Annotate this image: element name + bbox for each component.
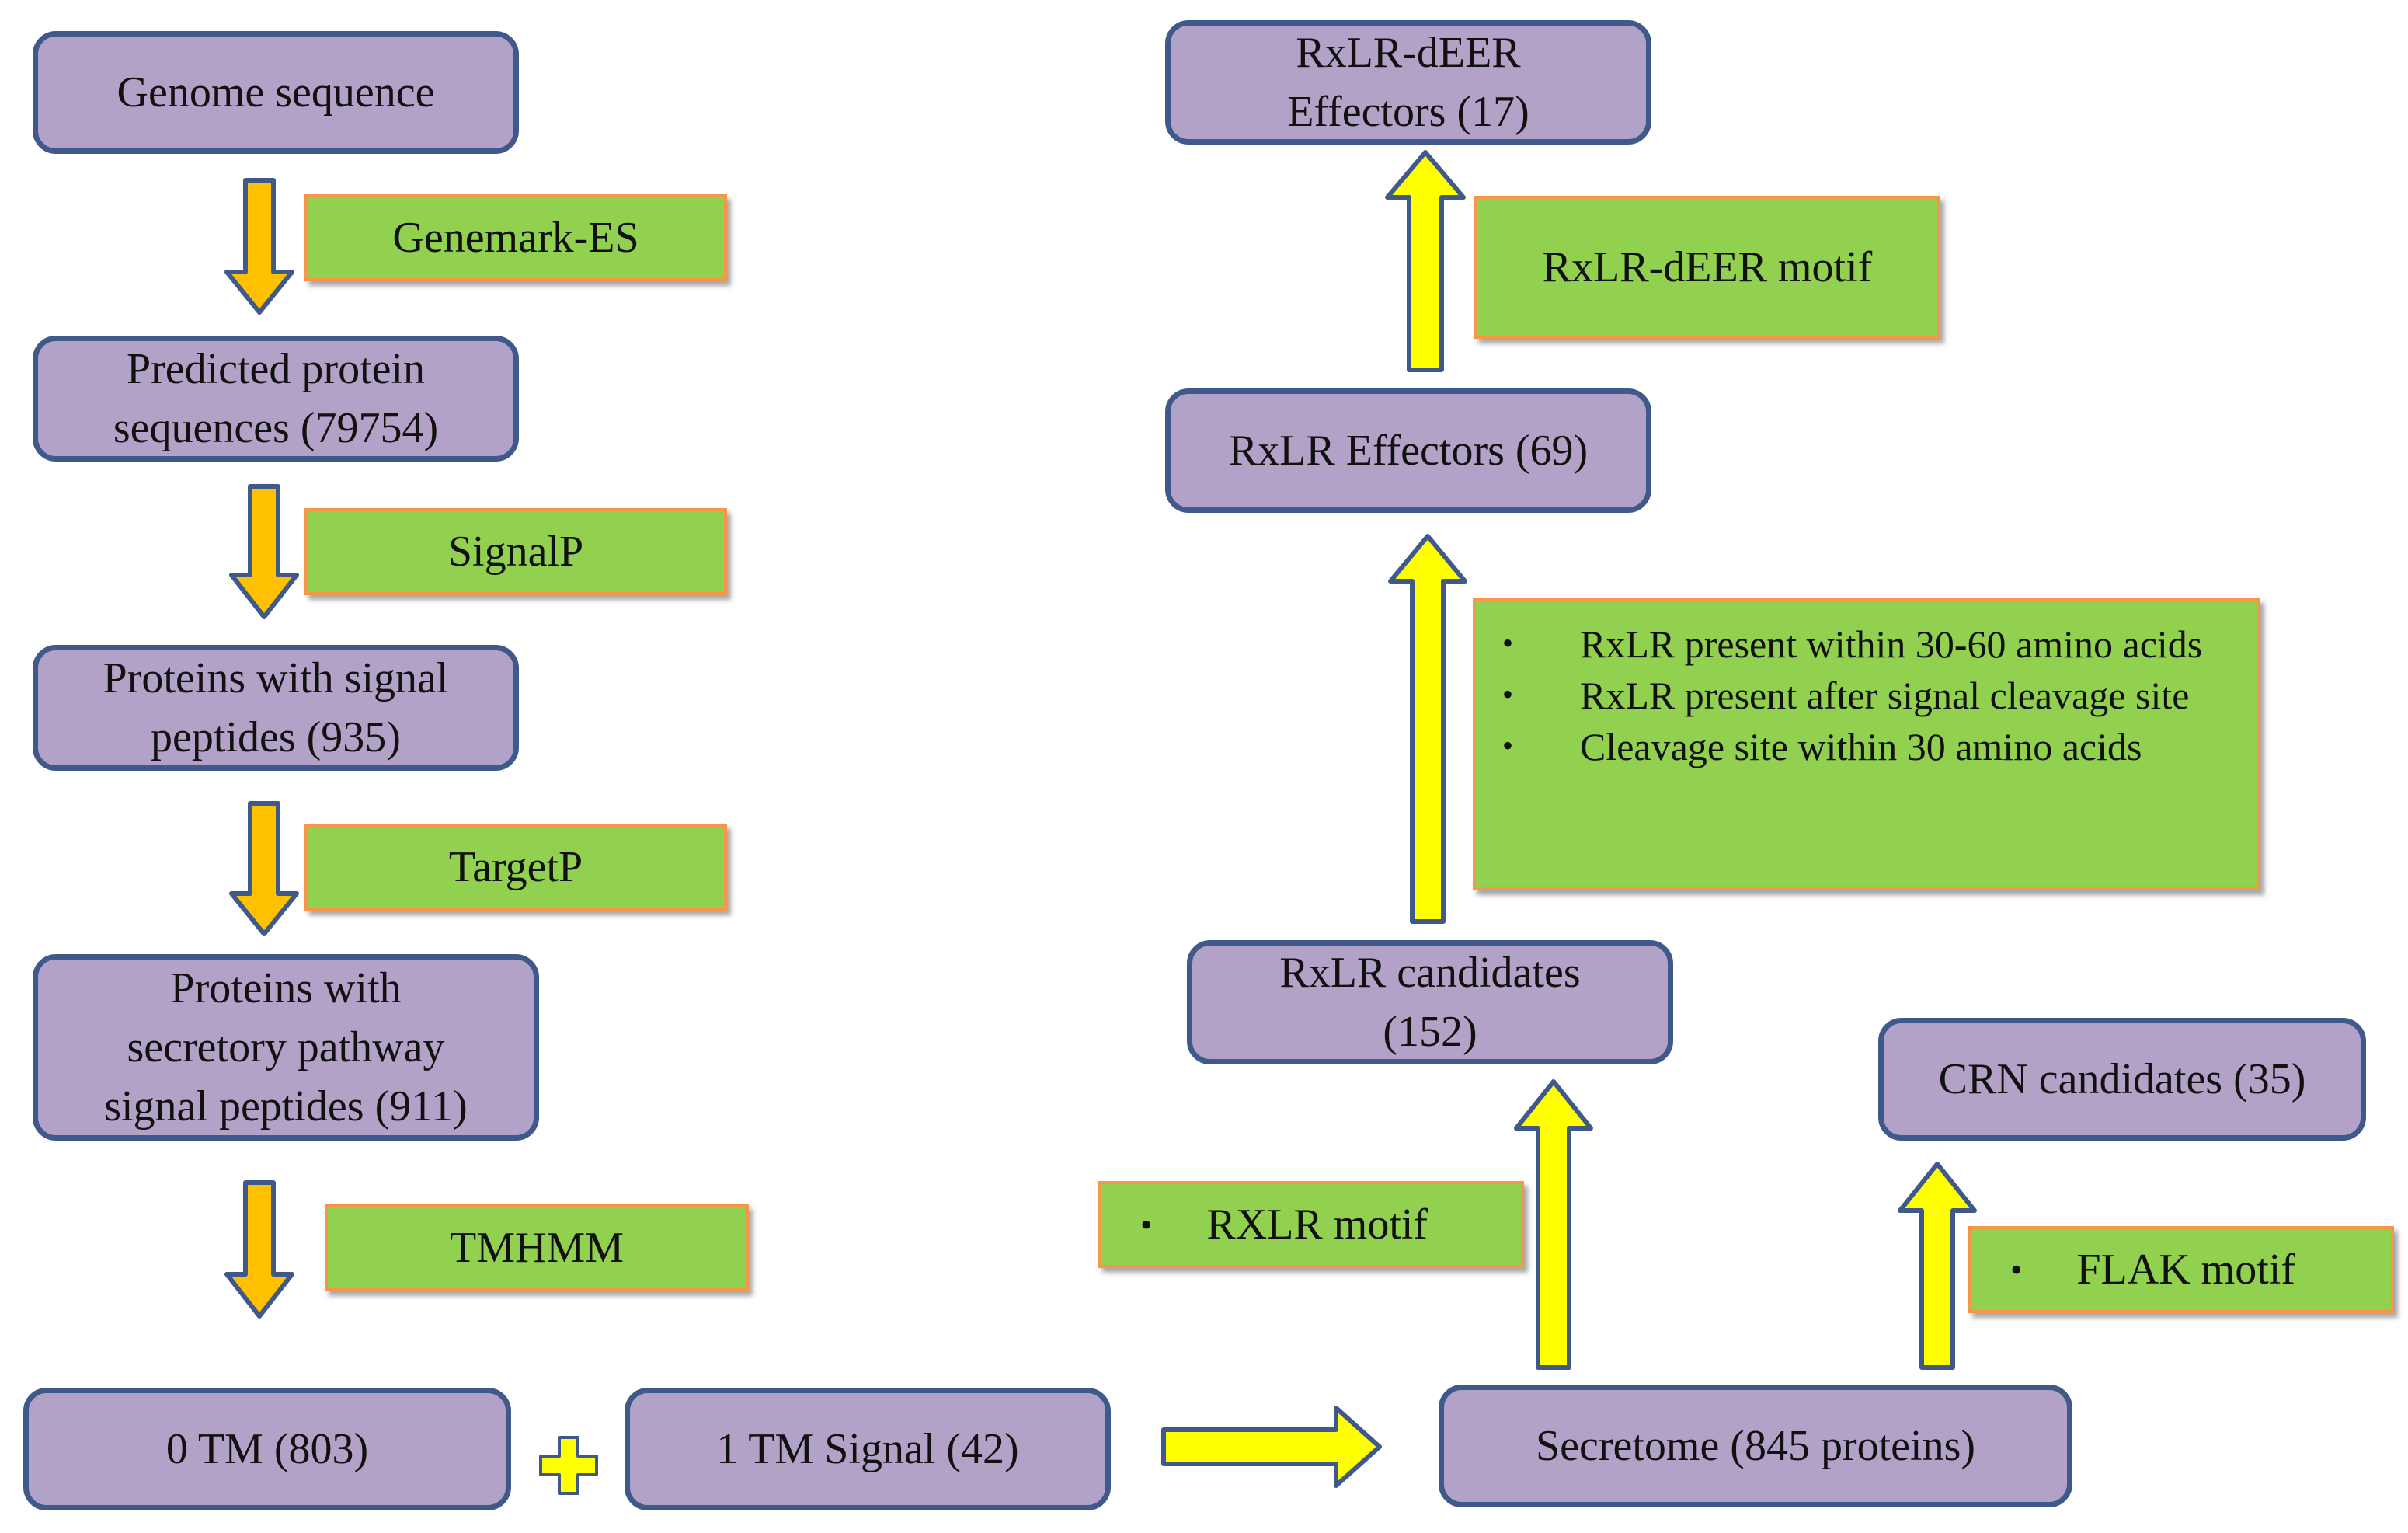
tool-signalp-text: SignalP (447, 528, 584, 576)
bullet-icon: • (1502, 625, 1514, 660)
tool-signalp: SignalP (304, 508, 727, 595)
criteria-item-text: Cleavage site within 30 amino acids (1580, 725, 2142, 768)
down-arrow-targetp (229, 801, 299, 936)
motif-flak-text: FLAK motif (2076, 1246, 2295, 1294)
node-1-tm-signal: 1 TM Signal (42) (625, 1388, 1111, 1510)
node-rxlr-candidates: RxLR candidates (152) (1187, 940, 1673, 1064)
up-arrow-rxlr-candidates (1514, 1079, 1593, 1370)
node-predicted-proteins: Predicted protein sequences (79754) (33, 336, 519, 462)
down-arrow-genemark (224, 178, 294, 315)
up-arrow-deer-effectors (1385, 150, 1466, 372)
bullet-icon: • (2010, 1250, 2023, 1289)
node-rxlr-effectors: RxLR Effectors (69) (1165, 388, 1651, 513)
tool-genemark-text: Genemark-ES (392, 214, 639, 262)
up-arrow-crn-candidates (1898, 1162, 1977, 1370)
node-genome-sequence: Genome sequence (33, 31, 519, 154)
rxlr-criteria-box: • RxLR present within 30-60 amino acids … (1473, 598, 2260, 890)
right-arrow-secretome (1161, 1406, 1382, 1488)
bullet-icon: • (1502, 728, 1514, 763)
node-crn-candidates-text: CRN candidates (35) (1938, 1054, 2306, 1103)
tool-tmhmm: TMHMM (325, 1204, 749, 1291)
node-secretory-pathway-text: Proteins with secretory pathway signal p… (104, 963, 468, 1131)
criteria-item: • RxLR present after signal cleavage sit… (1502, 670, 2226, 721)
down-arrow-tmhmm (224, 1180, 294, 1319)
node-rxlr-deer-effectors-text: RxLR-dEER Effectors (17) (1287, 28, 1529, 136)
node-signal-peptides-text: Proteins with signal peptides (935) (103, 653, 449, 761)
tool-targetp-text: TargetP (448, 843, 583, 891)
node-secretory-pathway: Proteins with secretory pathway signal p… (33, 954, 539, 1141)
bullet-icon: • (1140, 1205, 1153, 1244)
up-arrow-rxlr-effectors (1388, 534, 1467, 924)
tool-rxlr-deer-motif: RxLR-dEER motif (1474, 196, 1940, 339)
plus-icon (539, 1436, 598, 1495)
node-rxlr-deer-effectors: RxLR-dEER Effectors (17) (1165, 20, 1651, 145)
motif-rxlr: • RXLR motif (1098, 1181, 1524, 1268)
bullet-icon: • (1502, 677, 1514, 712)
node-predicted-proteins-text: Predicted protein sequences (79754) (113, 344, 439, 452)
node-1-tm-signal-text: 1 TM Signal (42) (716, 1424, 1019, 1473)
node-genome-sequence-text: Genome sequence (117, 68, 435, 117)
tool-genemark: Genemark-ES (304, 194, 727, 281)
criteria-item: • Cleavage site within 30 amino acids (1502, 721, 2226, 772)
tool-targetp: TargetP (304, 824, 727, 911)
down-arrow-signalp (229, 484, 299, 619)
node-rxlr-candidates-text: RxLR candidates (152) (1279, 948, 1581, 1056)
node-secretome-text: Secretome (845 proteins) (1535, 1421, 1976, 1470)
criteria-item-text: RxLR present within 30-60 amino acids (1580, 622, 2203, 666)
motif-flak: • FLAK motif (1968, 1226, 2394, 1313)
motif-rxlr-text: RXLR motif (1206, 1200, 1428, 1249)
tool-rxlr-deer-motif-text: RxLR-dEER motif (1542, 243, 1873, 291)
tool-tmhmm-text: TMHMM (449, 1224, 625, 1272)
node-crn-candidates: CRN candidates (35) (1878, 1018, 2366, 1141)
criteria-item: • RxLR present within 30-60 amino acids (1502, 618, 2226, 670)
criteria-item-text: RxLR present after signal cleavage site (1580, 674, 2190, 717)
node-signal-peptides: Proteins with signal peptides (935) (33, 645, 519, 771)
node-0-tm: 0 TM (803) (23, 1388, 511, 1510)
node-secretome: Secretome (845 proteins) (1439, 1385, 2072, 1507)
node-rxlr-effectors-text: RxLR Effectors (69) (1228, 426, 1589, 475)
node-0-tm-text: 0 TM (803) (165, 1424, 369, 1473)
